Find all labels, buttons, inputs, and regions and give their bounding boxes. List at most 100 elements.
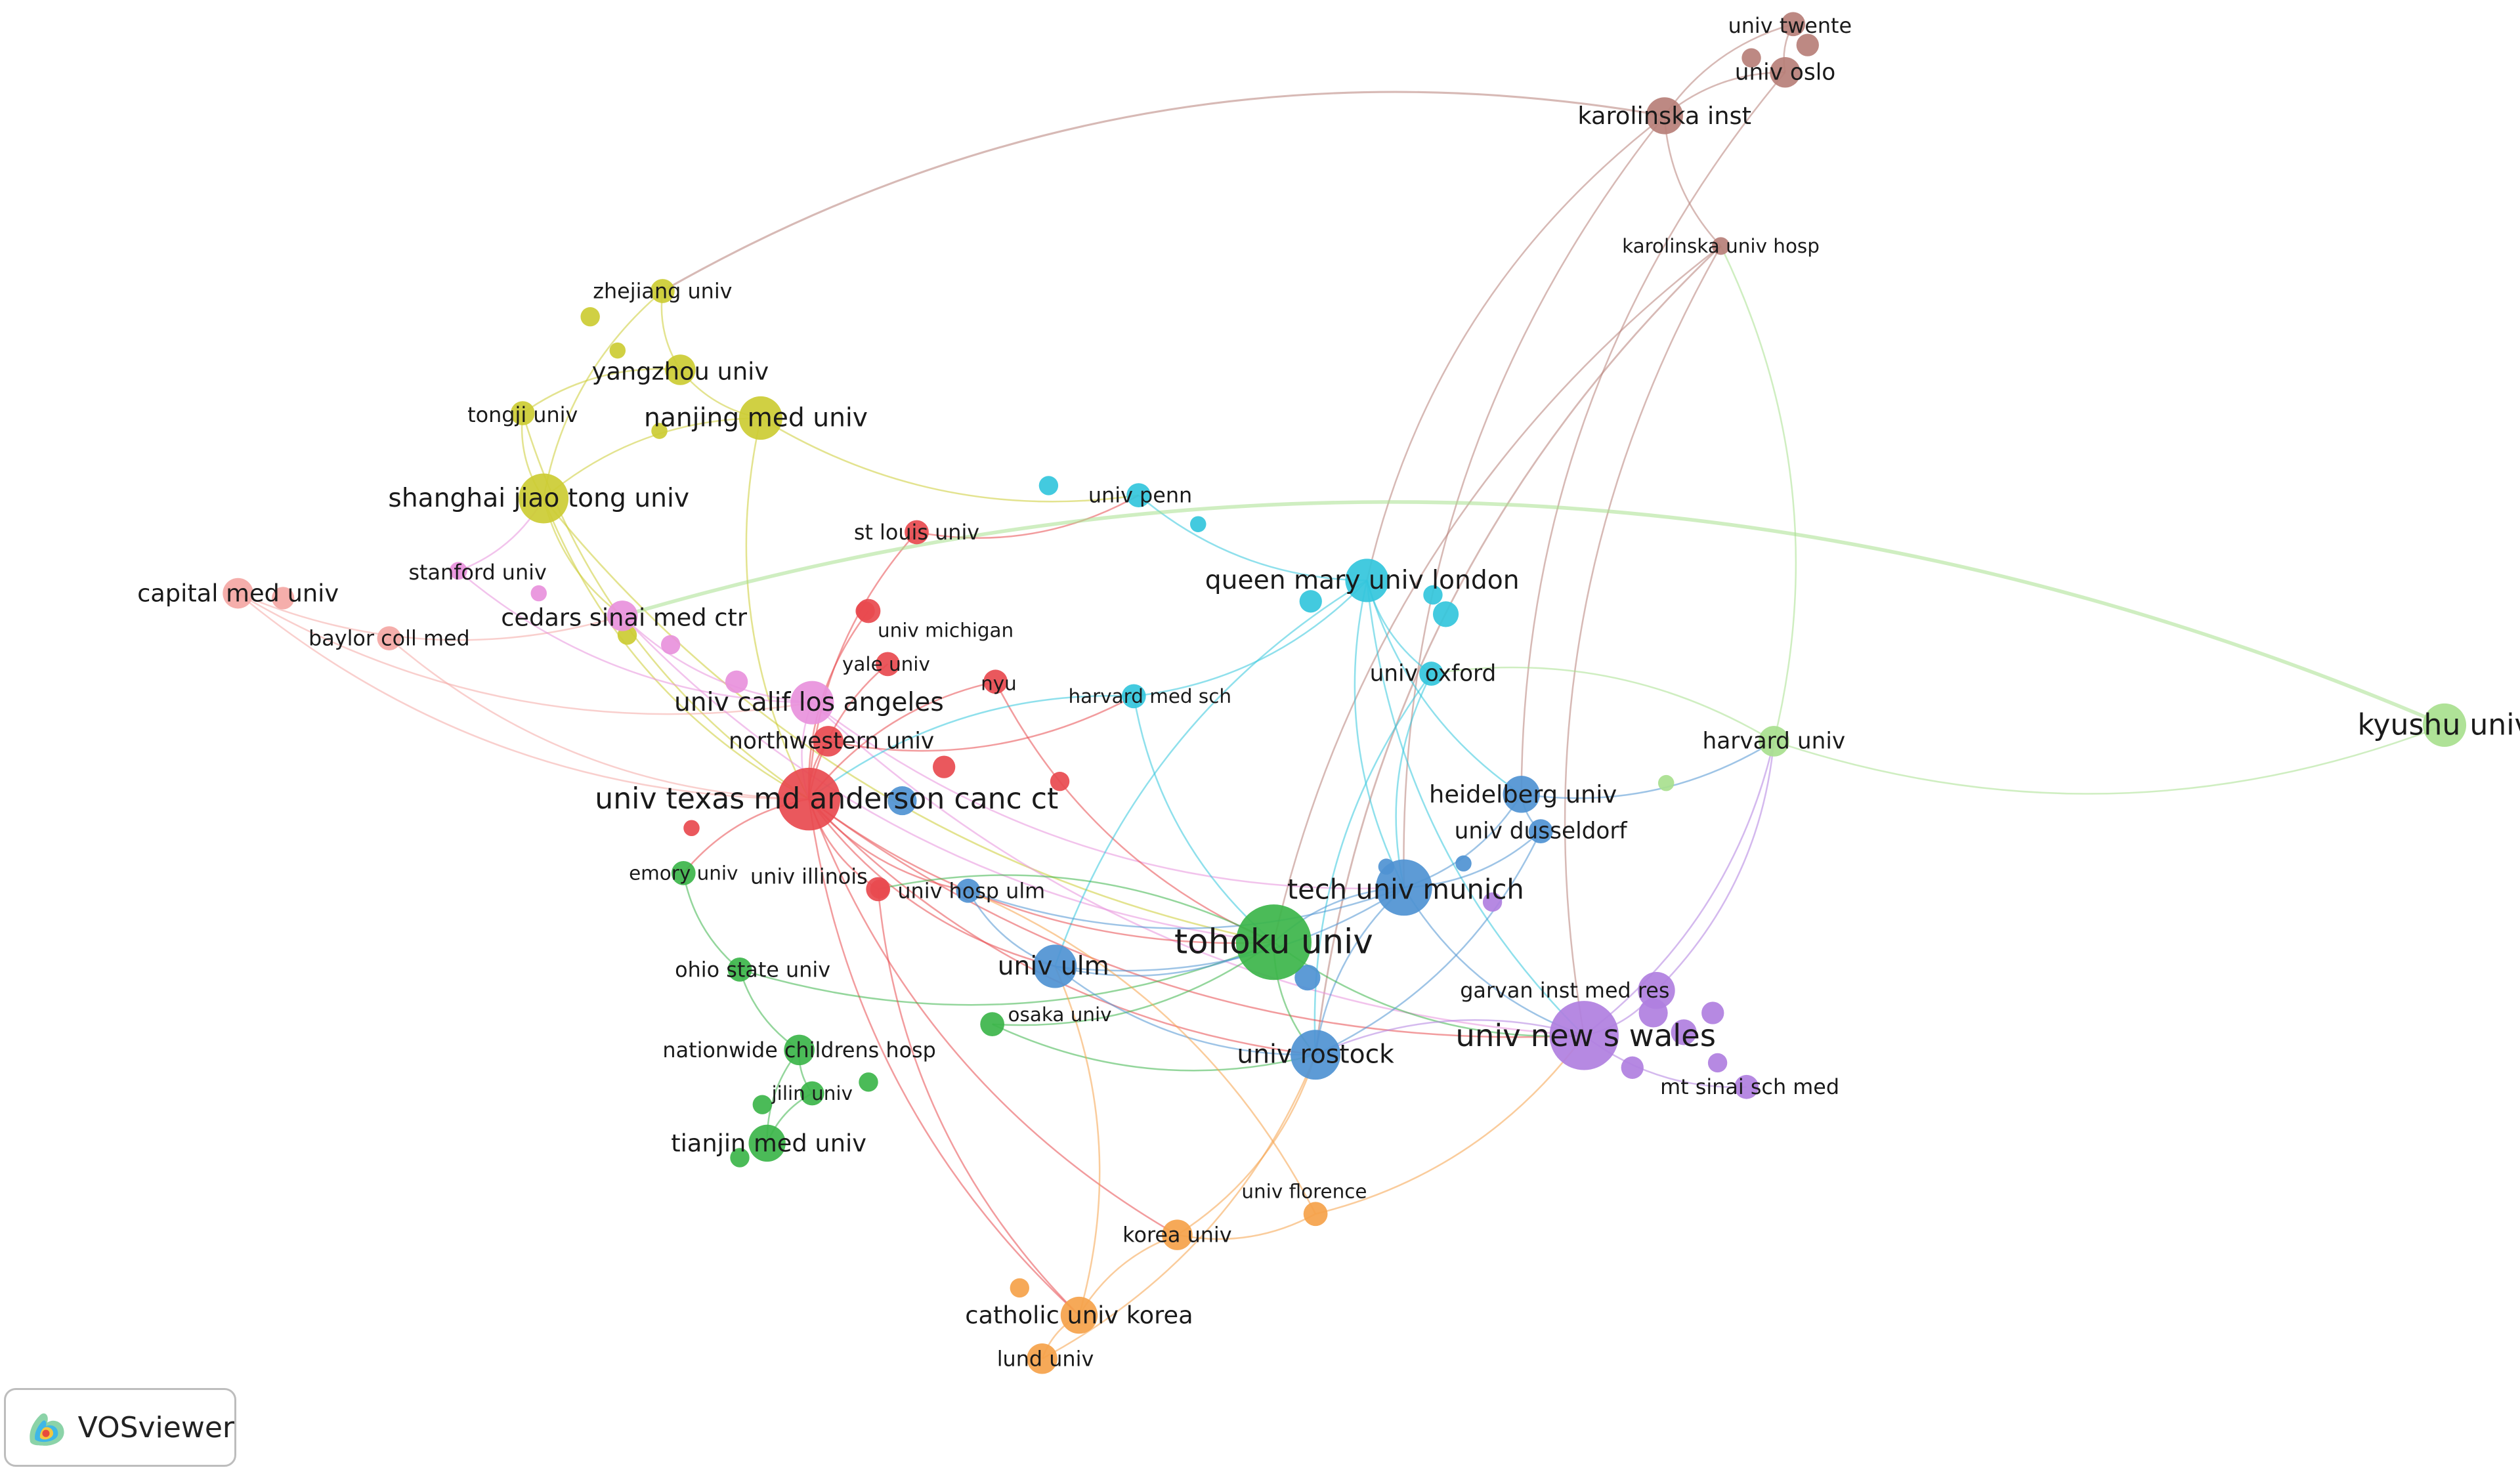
label-univ-calif-los-angeles[interactable]: univ calif los angeles: [674, 688, 944, 717]
node-univ-twente[interactable]: [1781, 12, 1806, 37]
node-univ-dusseldorf[interactable]: [1528, 819, 1553, 844]
label-nyu[interactable]: nyu: [981, 672, 1017, 694]
label-garvan-inst-med-res[interactable]: garvan inst med res: [1460, 978, 1669, 1003]
label-korea-univ[interactable]: korea univ: [1122, 1223, 1231, 1248]
label-tohoku-univ[interactable]: tohoku univ: [1174, 923, 1373, 962]
unlabeled-node-29[interactable]: [1657, 774, 1675, 791]
unlabeled-node-16[interactable]: [1190, 516, 1207, 532]
label-tech-univ-munich[interactable]: tech univ munich: [1287, 873, 1524, 905]
unlabeled-node-18[interactable]: [1423, 585, 1443, 605]
node-univ-new-s-wales[interactable]: [1549, 1001, 1619, 1070]
label-tianjin-med-univ[interactable]: tianjin med univ: [671, 1129, 866, 1157]
label-univ-florence[interactable]: univ florence: [1241, 1180, 1367, 1202]
label-shanghai-jiao-tong-univ[interactable]: shanghai jiao tong univ: [388, 484, 689, 513]
unlabeled-node-33[interactable]: [752, 1095, 773, 1114]
unlabeled-node-7[interactable]: [660, 635, 681, 655]
node-harvard-univ[interactable]: [1759, 726, 1789, 757]
node-harvard-med-sch[interactable]: [1121, 684, 1146, 709]
label-univ-hosp-ulm[interactable]: univ hosp ulm: [897, 878, 1045, 903]
unlabeled-node-31[interactable]: [1741, 48, 1761, 68]
node-emory-univ[interactable]: [671, 860, 696, 885]
unlabeled-node-26[interactable]: [1701, 1001, 1724, 1024]
node-stanford-univ[interactable]: [449, 562, 467, 580]
label-univ-oslo[interactable]: univ oslo: [1735, 59, 1836, 85]
node-osaka-univ[interactable]: [980, 1012, 1005, 1037]
label-lund-univ[interactable]: lund univ: [997, 1346, 1094, 1371]
node-univ-oslo[interactable]: [1770, 56, 1801, 88]
node-tohoku-univ[interactable]: [1235, 904, 1312, 980]
node-garvan-inst-med-res[interactable]: [1638, 972, 1675, 1009]
label-univ-twente[interactable]: univ twente: [1728, 13, 1852, 38]
label-stanford-univ[interactable]: stanford univ: [408, 560, 546, 585]
label-jilin-univ[interactable]: jilin univ: [771, 1082, 853, 1105]
label-tongji-univ[interactable]: tongji univ: [467, 402, 578, 427]
unlabeled-node-17[interactable]: [1299, 590, 1322, 613]
node-kyushu-univ[interactable]: [2422, 703, 2467, 748]
unlabeled-node-15[interactable]: [1038, 476, 1059, 495]
node-univ-rostock[interactable]: [1291, 1030, 1341, 1080]
node-lund-univ[interactable]: [1027, 1343, 1057, 1374]
node-northwestern-univ[interactable]: [813, 726, 844, 757]
node-shanghai-jiao-tong-univ[interactable]: [519, 473, 569, 524]
label-karolinska-inst[interactable]: karolinska inst: [1577, 102, 1751, 130]
label-univ-new-s-wales[interactable]: univ new s wales: [1455, 1018, 1716, 1053]
node-univ-oxford[interactable]: [1419, 662, 1443, 686]
unlabeled-node-28[interactable]: [1707, 1053, 1728, 1073]
node-univ-illinois[interactable]: [866, 877, 891, 902]
node-ohio-state-univ[interactable]: [727, 957, 752, 982]
label-catholic-univ-korea[interactable]: catholic univ korea: [965, 1301, 1193, 1330]
node-nanjing-med-univ[interactable]: [738, 396, 782, 440]
label-zhejiang-univ[interactable]: zhejiang univ: [593, 278, 732, 303]
node-yale-univ[interactable]: [876, 652, 900, 677]
node-tongji-univ[interactable]: [510, 401, 535, 426]
label-cedars-sinai-med-ctr[interactable]: cedars sinai med ctr: [501, 603, 748, 631]
node-karolinska-inst[interactable]: [1646, 97, 1683, 135]
node-univ-michigan[interactable]: [856, 599, 881, 623]
label-queen-mary-univ-london[interactable]: queen mary univ london: [1205, 566, 1520, 595]
node-yangzhou-univ[interactable]: [665, 354, 696, 385]
unlabeled-node-34[interactable]: [859, 1072, 878, 1092]
node-nyu[interactable]: [983, 669, 1008, 694]
label-northwestern-univ[interactable]: northwestern univ: [729, 728, 934, 754]
label-univ-ulm[interactable]: univ ulm: [998, 952, 1109, 981]
node-zhejiang-univ[interactable]: [651, 279, 675, 303]
label-kyushu-univ[interactable]: kyushu univ: [2357, 708, 2520, 742]
node-korea-univ[interactable]: [1162, 1219, 1193, 1250]
label-univ-oxford[interactable]: univ oxford: [1370, 661, 1497, 687]
node-karolinska-univ-hosp[interactable]: [1712, 237, 1730, 255]
unlabeled-node-5[interactable]: [272, 587, 295, 610]
unlabeled-node-20[interactable]: [1294, 965, 1321, 991]
unlabeled-node-30[interactable]: [1796, 33, 1819, 56]
unlabeled-node-22[interactable]: [1455, 855, 1472, 872]
node-cedars-sinai-med-ctr[interactable]: [607, 600, 638, 631]
label-yangzhou-univ[interactable]: yangzhou univ: [592, 357, 769, 385]
node-tianjin-med-univ[interactable]: [748, 1124, 786, 1162]
label-harvard-univ[interactable]: harvard univ: [1703, 728, 1846, 754]
node-queen-mary-univ-london[interactable]: [1345, 558, 1389, 602]
unlabeled-node-11[interactable]: [1050, 772, 1070, 791]
label-yale-univ[interactable]: yale univ: [842, 653, 930, 675]
node-nationwide-childrens-hosp[interactable]: [784, 1034, 815, 1066]
unlabeled-node-25[interactable]: [1671, 1019, 1697, 1045]
label-univ-illinois[interactable]: univ illinois: [750, 864, 868, 889]
label-karolinska-univ-hosp[interactable]: karolinska univ hosp: [1622, 235, 1820, 257]
node-univ-hosp-ulm[interactable]: [956, 878, 981, 903]
unlabeled-node-19[interactable]: [1432, 601, 1459, 627]
label-harvard-med-sch[interactable]: harvard med sch: [1069, 685, 1232, 707]
unlabeled-node-14[interactable]: [887, 786, 917, 816]
node-tech-univ-munich[interactable]: [1375, 859, 1432, 916]
label-osaka-univ[interactable]: osaka univ: [1008, 1003, 1112, 1026]
label-mt-sinai-sch-med[interactable]: mt sinai sch med: [1660, 1074, 1839, 1099]
unlabeled-node-12[interactable]: [683, 820, 700, 837]
unlabeled-node-3[interactable]: [651, 423, 668, 439]
label-ohio-state-univ[interactable]: ohio state univ: [675, 957, 830, 982]
unlabeled-node-8[interactable]: [725, 670, 748, 693]
unlabeled-node-23[interactable]: [1482, 892, 1503, 912]
node-capital-med-univ[interactable]: [223, 578, 253, 609]
node-univ-florence[interactable]: [1303, 1202, 1328, 1227]
label-heidelberg-univ[interactable]: heidelberg univ: [1429, 780, 1617, 809]
unlabeled-node-10[interactable]: [933, 755, 956, 778]
node-catholic-univ-korea[interactable]: [1060, 1296, 1098, 1334]
unlabeled-node-6[interactable]: [530, 585, 547, 602]
node-baylor-coll-med[interactable]: [377, 626, 402, 651]
